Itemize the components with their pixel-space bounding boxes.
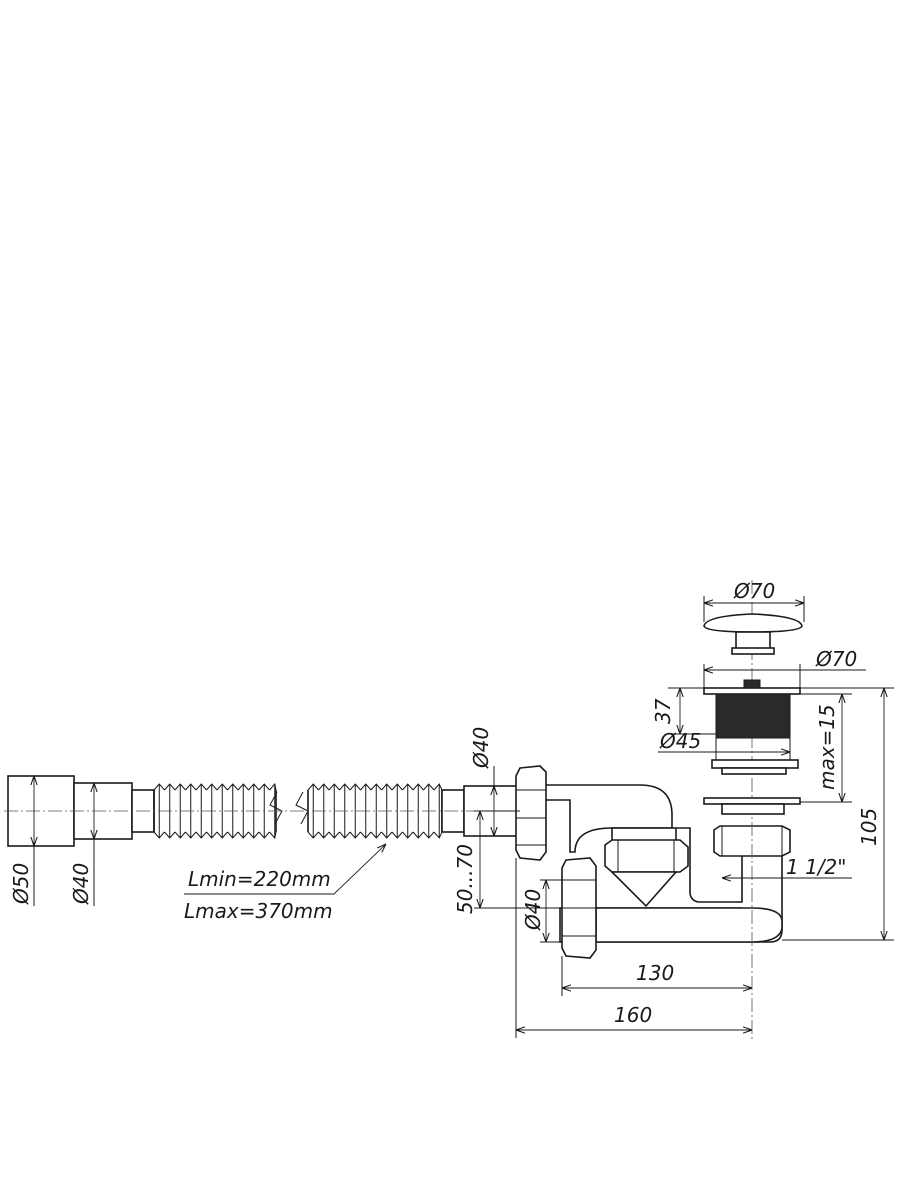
outlet-pipe (595, 907, 783, 943)
drain-lock-nut (711, 759, 799, 769)
drain-flange (703, 687, 801, 695)
inlet-nut (515, 765, 547, 861)
siphon-body (515, 580, 791, 1040)
dim-length-160: 160 (614, 1003, 652, 1027)
dim-outlet-diameter: Ø40 (521, 889, 545, 931)
trap-cone (610, 871, 678, 908)
drain-assembly (703, 613, 803, 815)
dim-hose-diameter: Ø40 (69, 863, 93, 905)
hose-end-sleeve (7, 775, 75, 847)
dimensions: Ø70 Ø70 Ø45 37 max=15 105 1 1/2" Ø50 (9, 579, 894, 1038)
flexible-hose (4, 775, 521, 847)
hose-break-left (269, 791, 283, 825)
label-lmin: Lmin=220mm (188, 867, 331, 891)
drain-cap (703, 613, 803, 633)
trap-nut (604, 839, 689, 873)
length-leader (184, 844, 386, 895)
dim-height-37: 37 (651, 698, 675, 724)
threaded-body (715, 693, 791, 739)
dim-inlet-diameter: Ø40 (469, 727, 493, 769)
lower-gasket (703, 797, 801, 805)
dim-cap-diameter: Ø70 (733, 579, 775, 603)
dim-flange-diameter: Ø70 (815, 647, 857, 671)
dim-max-15: max=15 (815, 704, 839, 790)
dim-thread-size: 1 1/2" (786, 855, 846, 879)
label-lmax: Lmax=370mm (184, 899, 333, 923)
dim-hose-end-diameter: Ø50 (9, 863, 33, 905)
dim-length-130: 130 (636, 961, 674, 985)
hose-break-right (295, 791, 309, 825)
dim-total-height: 105 (857, 808, 881, 846)
dim-height-range: 50...70 (453, 844, 477, 914)
